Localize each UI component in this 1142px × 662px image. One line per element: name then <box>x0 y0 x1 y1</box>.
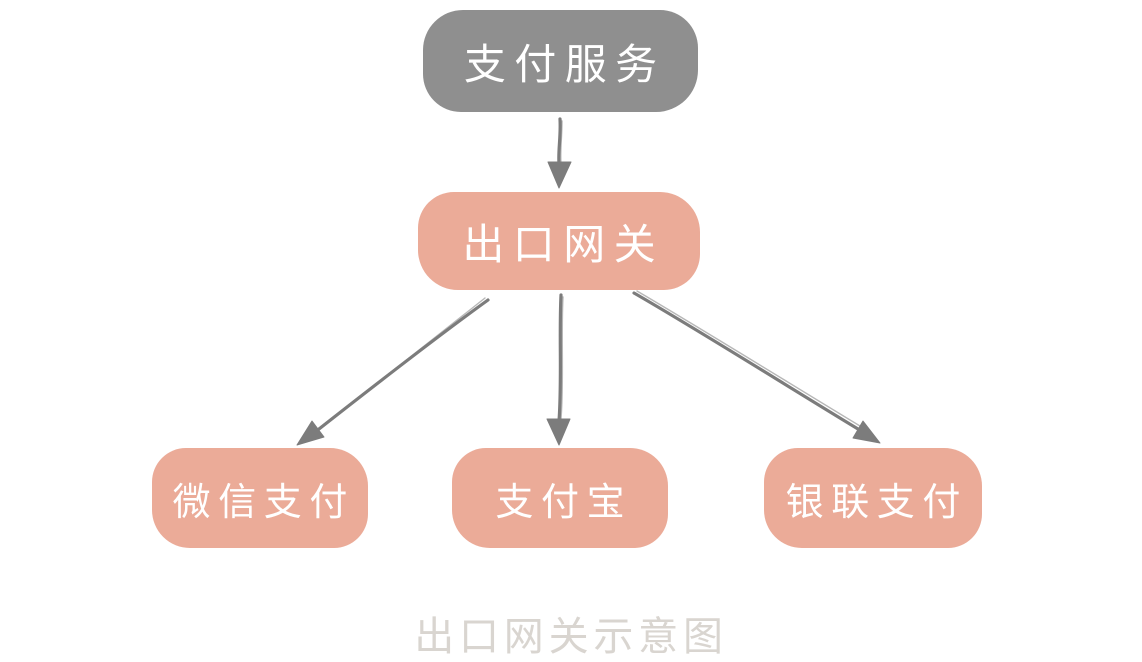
node-exit-gateway-label: 出口网关 <box>462 219 664 269</box>
arrow-gateway-to-wechat <box>296 297 490 446</box>
arrow-service-to-gateway <box>547 117 572 189</box>
arrow-gateway-to-unionpay <box>632 290 881 444</box>
node-wechat-pay: 微信支付 <box>152 448 368 548</box>
node-wechat-pay-label: 微信支付 <box>172 479 355 524</box>
arrow-gateway-to-alipay <box>546 293 571 446</box>
node-unionpay: 银联支付 <box>764 448 982 548</box>
node-payment-service-label: 支付服务 <box>463 39 666 89</box>
node-exit-gateway: 出口网关 <box>418 192 700 290</box>
node-alipay-label: 支付宝 <box>495 479 633 524</box>
node-alipay: 支付宝 <box>452 448 668 548</box>
node-unionpay-label: 银联支付 <box>785 479 968 524</box>
node-payment-service: 支付服务 <box>423 10 698 112</box>
diagram-caption: 出口网关示意图 <box>414 614 728 660</box>
